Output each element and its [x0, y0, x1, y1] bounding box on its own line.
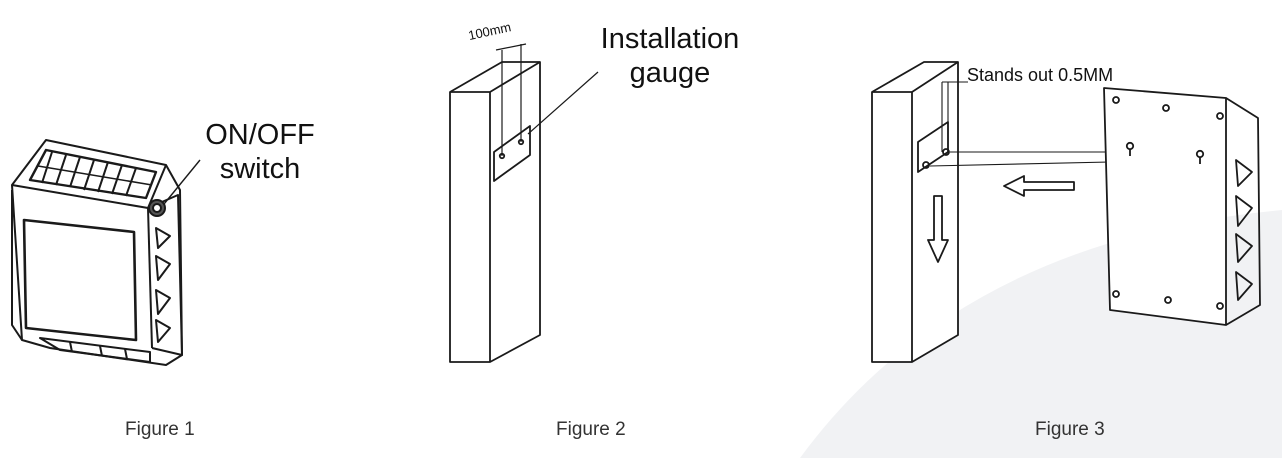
solar-light-drawing	[11, 139, 201, 366]
figure-3-caption: Figure 3	[1035, 419, 1105, 440]
mounting-drawing	[871, 61, 1261, 363]
callout-line-1: Installation	[600, 23, 740, 55]
wall-post-drawing	[449, 43, 599, 363]
figure-1: ON/OFF switch Figure 1	[0, 0, 330, 458]
callout-line-2: switch	[219, 153, 301, 185]
figure-1-caption: Figure 1	[125, 419, 195, 440]
figure-2-caption: Figure 2	[556, 419, 626, 440]
figure-3: Stands out 0.5MM Figure 3	[860, 0, 1282, 458]
callout-line-2: gauge	[629, 57, 711, 89]
stands-out-label: Stands out 0.5MM	[967, 65, 1114, 85]
callout-line-1: ON/OFF	[205, 119, 315, 151]
figure-2: 100mm Installation gauge Figure 2	[430, 0, 760, 458]
on-off-switch-label: ON/OFF switch	[200, 118, 320, 186]
installation-gauge-label: Installation gauge	[590, 22, 750, 90]
